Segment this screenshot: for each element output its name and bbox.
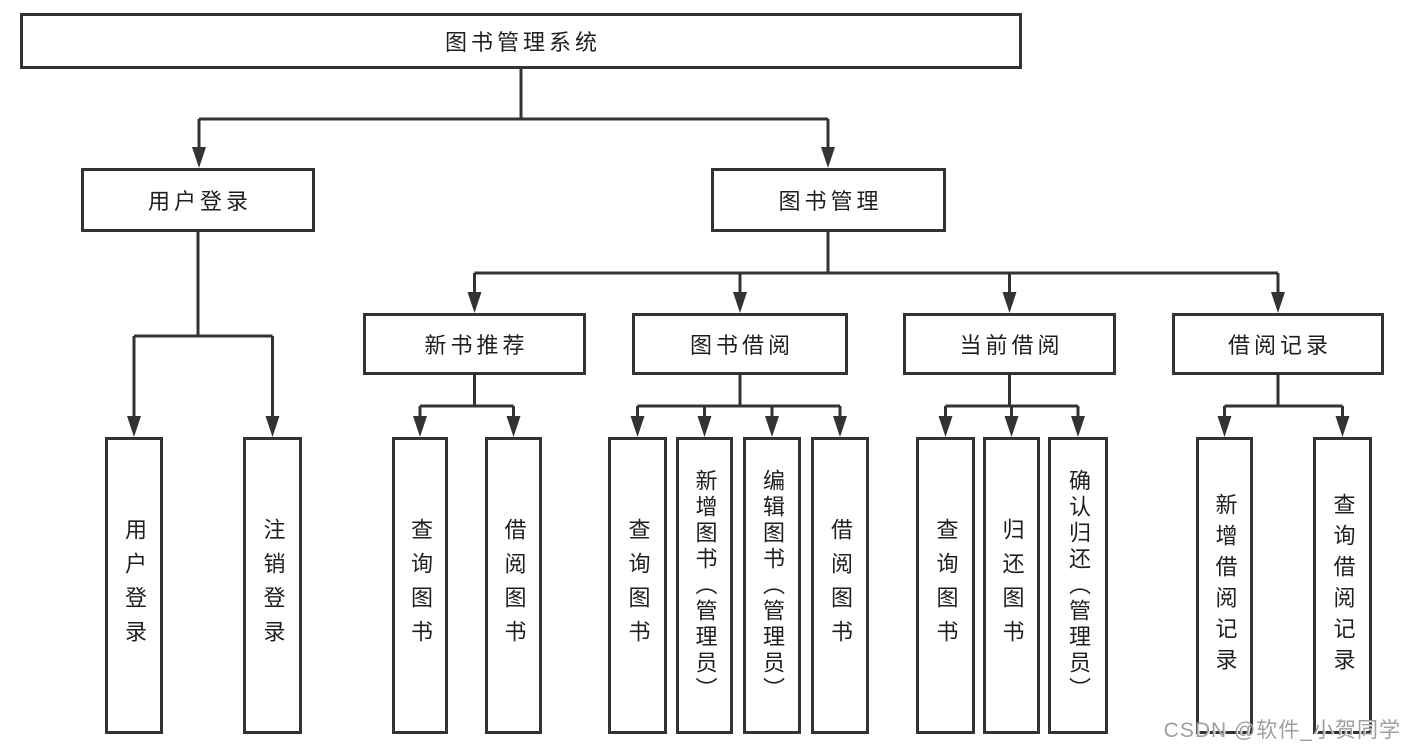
node-label: 借阅图书	[501, 517, 527, 654]
leaf-add-borrow-record: 新增借阅记录	[1196, 437, 1253, 734]
node-borrow-records: 借阅记录	[1172, 313, 1384, 375]
edge-rec-branch	[418, 375, 515, 418]
edge-borrow-branch	[636, 375, 842, 418]
node-label: 当前借阅	[959, 333, 1064, 358]
node-label: 查询借阅记录	[1330, 492, 1356, 679]
edge-mgmt-branch	[473, 232, 1280, 294]
node-label: 查询图书	[933, 517, 959, 654]
node-label: 查询图书	[625, 517, 651, 654]
node-label: 新书推荐	[424, 333, 529, 358]
node-new-book-recommend: 新书推荐	[363, 313, 586, 375]
node-label: 用户登录	[147, 189, 252, 214]
node-label: 注销登录	[260, 517, 286, 654]
node-label: 查询图书	[408, 517, 433, 654]
node-label: 用户登录	[122, 517, 147, 654]
leaf-borrow-books: 借阅图书	[811, 437, 869, 734]
leaf-query-borrow-record: 查询借阅记录	[1313, 437, 1372, 734]
node-label: 新增借阅记录	[1212, 492, 1238, 679]
node-label: 确认归还（管理员）	[1066, 468, 1091, 703]
node-user-login-group: 用户登录	[81, 168, 315, 232]
node-label: 图书借阅	[689, 333, 794, 358]
edge-current-branch	[944, 375, 1080, 418]
node-label: 图书管理系统	[444, 30, 601, 55]
node-label: 图书管理	[778, 189, 883, 214]
edge-records-branch	[1223, 375, 1344, 418]
node-label: 归还图书	[999, 517, 1025, 654]
leaf-logout: 注销登录	[243, 437, 302, 734]
node-label: 借阅记录	[1227, 333, 1332, 358]
leaf-user-login: 用户登录	[105, 437, 163, 734]
node-book-management: 图书管理	[711, 168, 946, 232]
leaf-edit-books-admin: 编辑图书（管理员）	[743, 437, 801, 734]
node-current-borrow: 当前借阅	[903, 313, 1116, 375]
leaf-confirm-return-admin: 确认归还（管理员）	[1048, 437, 1108, 734]
leaf-query-books-recommend: 查询图书	[392, 437, 448, 734]
node-label: 编辑图书（管理员）	[760, 468, 785, 703]
leaf-borrow-books-recommend: 借阅图书	[485, 437, 542, 734]
node-label: 借阅图书	[828, 517, 853, 654]
node-book-borrow: 图书借阅	[632, 313, 848, 375]
edge-login-branch	[132, 232, 274, 418]
leaf-query-books-current: 查询图书	[916, 437, 975, 734]
arrowheads	[127, 147, 1350, 437]
csdn-watermark: CSDN @软件_小贺同学	[1163, 719, 1401, 742]
leaf-return-books: 归还图书	[983, 437, 1040, 734]
leaf-add-books-admin: 新增图书（管理员）	[676, 437, 733, 734]
node-root-library-system: 图书管理系统	[20, 13, 1022, 69]
edge-root-branch	[197, 69, 830, 149]
leaf-query-books-borrow: 查询图书	[608, 437, 667, 734]
node-label: 新增图书（管理员）	[692, 468, 718, 703]
